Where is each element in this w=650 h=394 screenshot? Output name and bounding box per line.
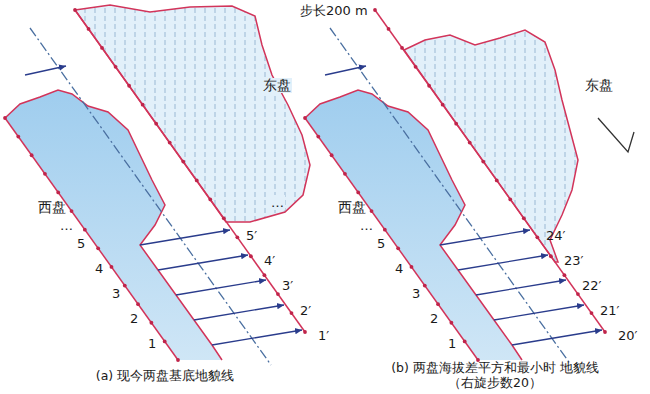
survey-dot — [43, 172, 47, 176]
callout-number: 5 — [377, 236, 385, 251]
survey-dot — [576, 292, 580, 296]
survey-dot — [387, 27, 391, 31]
survey-dot — [590, 311, 594, 315]
survey-dot — [100, 46, 104, 50]
survey-dot — [436, 302, 440, 306]
survey-dot — [127, 84, 131, 88]
ellipsis: … — [60, 218, 73, 233]
survey-dot — [396, 246, 400, 250]
survey-dot — [249, 254, 253, 258]
survey-dot — [87, 27, 91, 31]
survey-dot — [136, 302, 140, 306]
survey-dot — [3, 116, 7, 120]
survey-dot — [495, 179, 499, 183]
callout-number: 2 — [430, 311, 438, 326]
caption: (a) 现今两盘基底地貌线 — [0, 368, 330, 383]
survey-dot — [276, 292, 280, 296]
callout-number: 4 — [95, 261, 103, 276]
ellipsis: … — [360, 218, 373, 233]
survey-dot — [423, 284, 427, 288]
callout-number: 1′ — [318, 328, 329, 343]
survey-dot — [56, 191, 60, 195]
survey-dot — [195, 179, 199, 183]
survey-dot — [181, 160, 185, 164]
survey-dot — [522, 216, 526, 220]
survey-dot — [303, 116, 307, 120]
survey-dot — [123, 284, 127, 288]
survey-dot — [481, 160, 485, 164]
survey-dot — [263, 273, 267, 277]
callout-number: 23′ — [564, 253, 584, 268]
survey-dot — [427, 84, 431, 88]
callout-number: 3 — [412, 286, 420, 301]
survey-dot — [410, 265, 414, 269]
callout-number: 2′ — [300, 303, 311, 318]
survey-dot — [449, 321, 453, 325]
survey-dot — [235, 235, 239, 239]
block-name: 西盘 — [38, 200, 66, 215]
survey-dot — [83, 228, 87, 232]
survey-dot — [316, 135, 320, 139]
survey-dot — [343, 172, 347, 176]
survey-dot — [114, 65, 118, 69]
survey-dot — [454, 122, 458, 126]
block-name: 西盘 — [338, 200, 366, 215]
survey-dot — [563, 273, 567, 277]
callout-number: 1 — [448, 336, 456, 351]
survey-dot — [154, 122, 158, 126]
callout-number: 22′ — [582, 278, 602, 293]
survey-dot — [441, 103, 445, 107]
survey-dot — [414, 65, 418, 69]
survey-dot — [508, 198, 512, 202]
survey-dot — [163, 339, 167, 343]
callout-number: 5′ — [246, 228, 257, 243]
survey-dot — [330, 153, 334, 157]
survey-dot — [110, 265, 114, 269]
survey-dot — [16, 135, 20, 139]
survey-dot — [168, 141, 172, 145]
step-label: 步长200 m — [300, 3, 368, 18]
callout-number: 2 — [130, 311, 138, 326]
callout-number: 3′ — [282, 278, 293, 293]
survey-dot — [370, 209, 374, 213]
survey-dot — [73, 8, 77, 12]
callout-number: 20′ — [618, 328, 638, 343]
survey-dot — [222, 216, 226, 220]
survey-dot — [149, 321, 153, 325]
block-name: 东盘 — [585, 78, 613, 93]
survey-dot — [70, 209, 74, 213]
survey-dot — [383, 228, 387, 232]
survey-dot — [208, 198, 212, 202]
survey-dot — [603, 330, 607, 334]
ellipsis: … — [270, 195, 285, 210]
survey-dot — [549, 254, 553, 258]
callout-number: 24′ — [546, 228, 566, 243]
survey-dot — [303, 330, 307, 334]
block-name: 东盘 — [262, 78, 292, 93]
survey-dot — [468, 141, 472, 145]
callout-number: 3 — [112, 286, 120, 301]
survey-dot — [463, 339, 467, 343]
callout-number: 1 — [148, 336, 156, 351]
survey-dot — [535, 235, 539, 239]
survey-dot — [176, 358, 180, 362]
survey-dot — [290, 311, 294, 315]
survey-dot — [400, 46, 404, 50]
survey-dot — [373, 8, 377, 12]
survey-dot — [30, 153, 34, 157]
callout-number: 5 — [77, 236, 85, 251]
callout-number: 4′ — [264, 253, 275, 268]
survey-dot — [96, 246, 100, 250]
callout-number: 21′ — [600, 303, 620, 318]
survey-dot — [356, 191, 360, 195]
callout-number: 4 — [395, 261, 403, 276]
survey-dot — [141, 103, 145, 107]
caption: (b) 两盘海拔差平方和最小时 地貌线（右旋步数20） — [375, 360, 615, 390]
